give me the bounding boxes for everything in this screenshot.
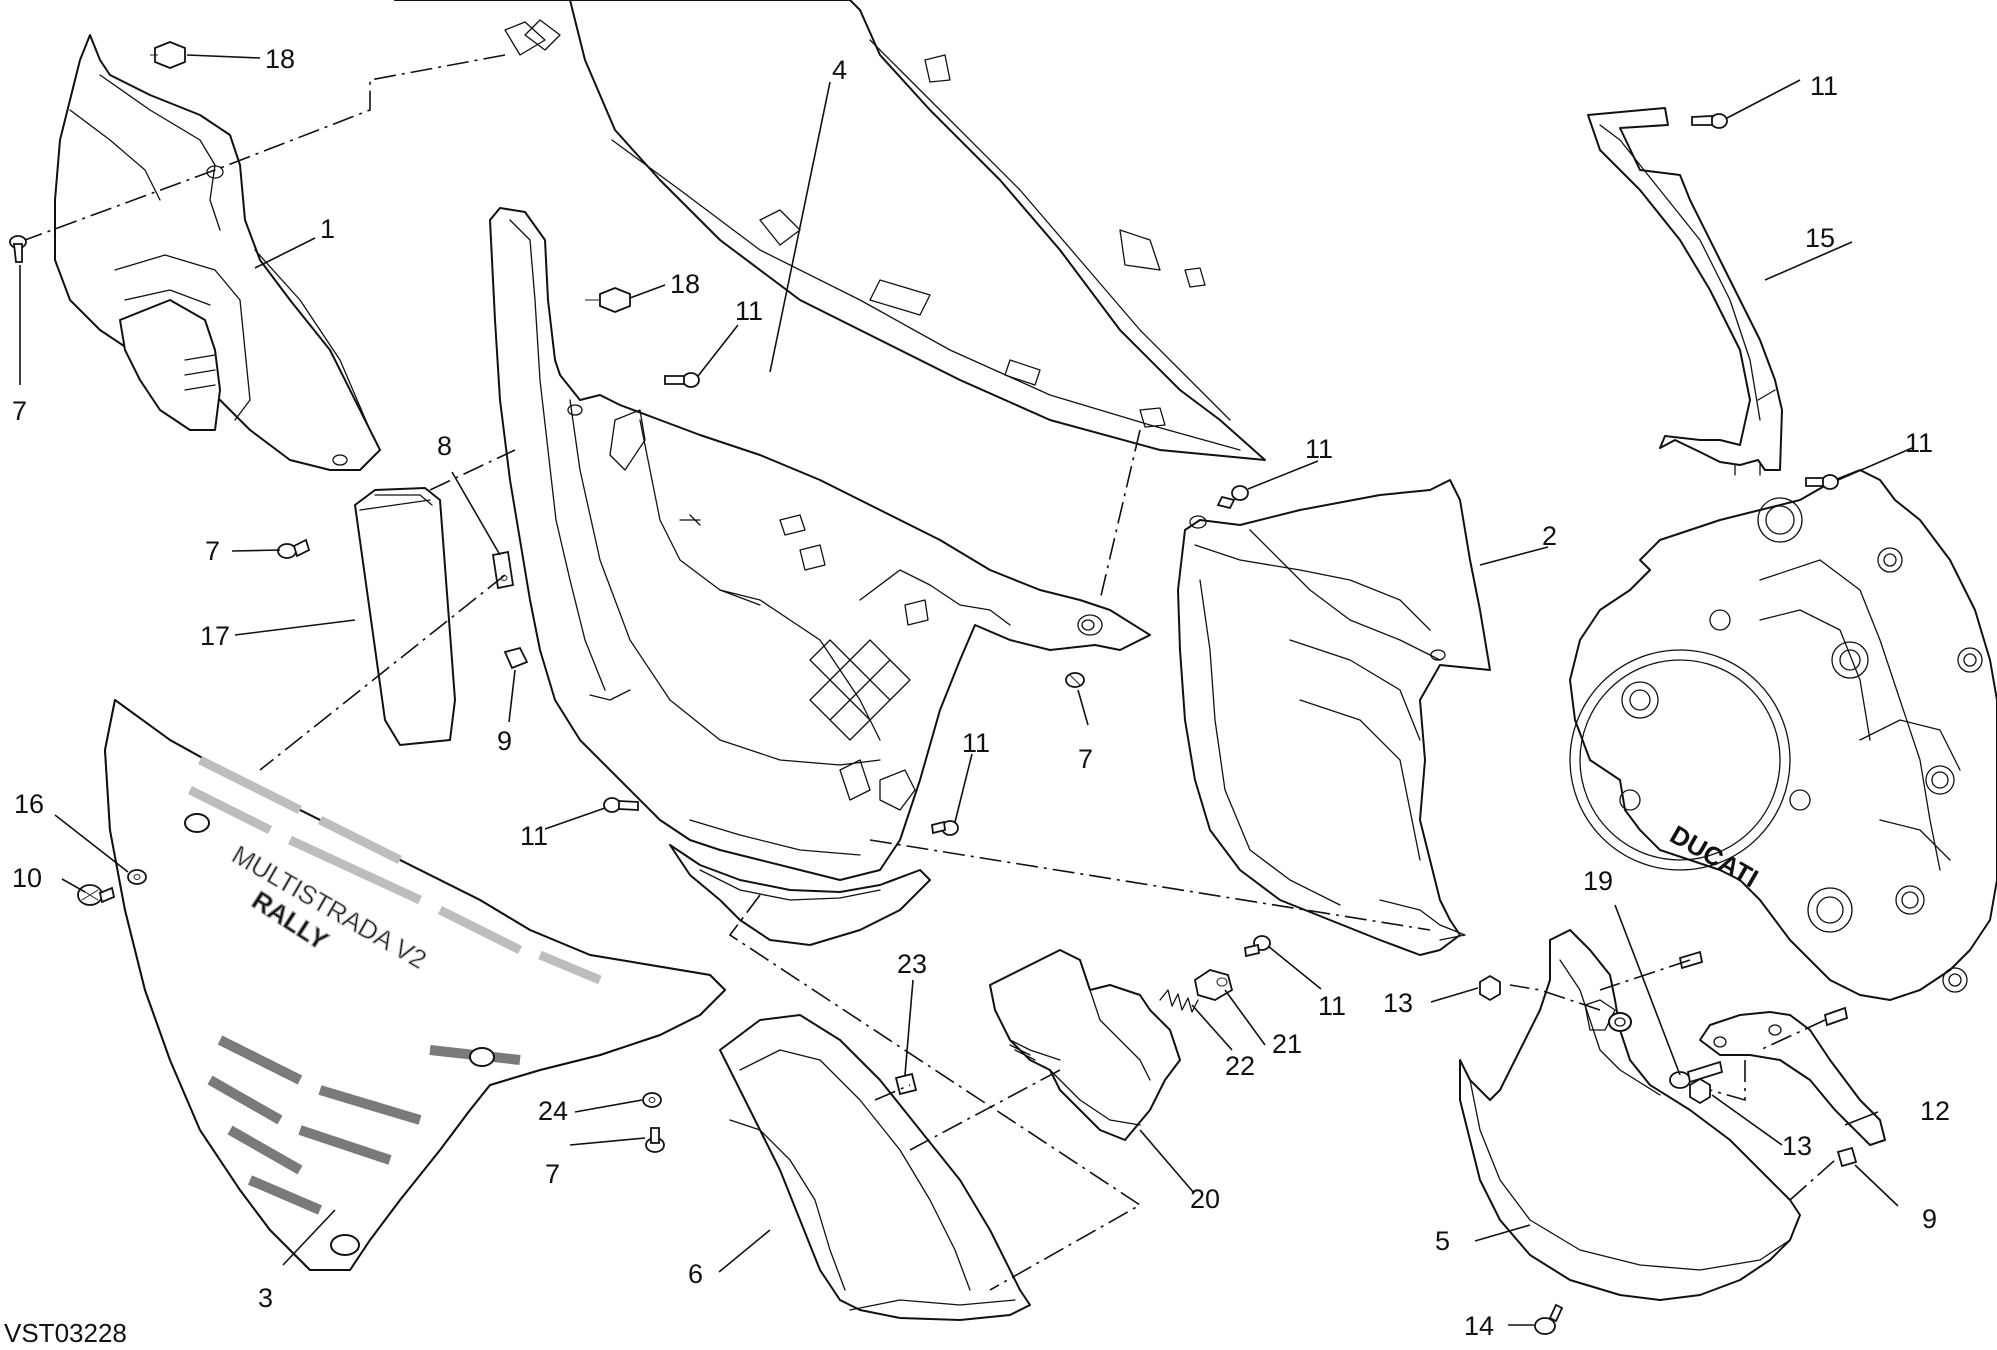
callout-3: 3 xyxy=(258,1283,273,1313)
engine-studs xyxy=(1678,950,1849,1027)
callout-9-a: 9 xyxy=(497,726,512,756)
screw-19 xyxy=(1669,1060,1724,1089)
callout-1: 1 xyxy=(320,214,335,244)
callout-7-d: 7 xyxy=(545,1159,560,1189)
part-18-grommet-middle xyxy=(585,287,631,313)
part-18-grommet-top xyxy=(150,41,186,69)
callout-9-b: 9 xyxy=(1922,1204,1937,1234)
callout-8: 8 xyxy=(437,431,452,461)
part-16-washer xyxy=(127,869,147,885)
part-4-inner-fairing xyxy=(489,207,1151,946)
screw-11-g xyxy=(1244,935,1271,958)
part-10-screw xyxy=(77,884,116,906)
part-2-inner-panel xyxy=(1177,479,1491,956)
nut-13-b xyxy=(1689,1077,1711,1105)
callout-11-f: 11 xyxy=(962,728,990,758)
part-15-bracket-panel xyxy=(1587,107,1783,476)
callout-23: 23 xyxy=(897,949,927,979)
callout-11-e: 11 xyxy=(520,821,548,851)
screw-7-c xyxy=(1065,672,1085,688)
screw-11-a xyxy=(1691,113,1728,129)
upper-fairing xyxy=(394,0,1266,461)
part-24-washer xyxy=(642,1092,662,1108)
callout-24: 24 xyxy=(538,1096,568,1126)
callout-16: 16 xyxy=(14,789,44,819)
screw-7-b xyxy=(277,538,311,559)
part-3-side-panel: MULTISTRADA V2 RALLY xyxy=(104,699,726,1271)
part-21-sleeve xyxy=(1193,969,1234,1001)
clip-9-right xyxy=(1836,1146,1858,1168)
callout-18-a: 18 xyxy=(265,44,295,74)
screw-11-d xyxy=(1216,485,1249,510)
screw-11-f xyxy=(931,820,959,836)
callout-7-b: 7 xyxy=(205,536,220,566)
callout-11-c: 11 xyxy=(735,296,763,326)
screw-14 xyxy=(1534,1303,1564,1335)
drawing-code: VST03228 xyxy=(4,1318,127,1348)
engine-cover: DUCATI xyxy=(1569,469,1997,1001)
part-12-bracket xyxy=(1699,1011,1886,1146)
callout-11-b: 11 xyxy=(1905,428,1933,458)
callout-13-a: 13 xyxy=(1383,988,1413,1018)
fasteners xyxy=(9,113,1858,1335)
part-17-reflector xyxy=(354,487,456,746)
callout-22: 22 xyxy=(1225,1051,1255,1081)
screw-7-d xyxy=(645,1127,665,1153)
callout-10: 10 xyxy=(12,863,42,893)
part-1-inner-panel xyxy=(54,34,381,471)
screw-11-b xyxy=(1805,474,1839,490)
callout-labels: 1 2 3 4 5 6 7 7 7 7 8 9 9 10 11 11 11 11… xyxy=(12,44,1950,1341)
callout-13-b: 13 xyxy=(1782,1131,1812,1161)
callout-17: 17 xyxy=(200,621,230,651)
screw-7-a xyxy=(9,235,27,263)
part-22-spring xyxy=(1159,989,1199,1013)
callout-4: 4 xyxy=(832,55,847,85)
callout-11-g: 11 xyxy=(1318,991,1346,1021)
callout-18-b: 18 xyxy=(670,269,700,299)
callout-21: 21 xyxy=(1272,1029,1302,1059)
callout-2: 2 xyxy=(1542,521,1557,551)
callout-19: 19 xyxy=(1583,866,1613,896)
part-23-clip xyxy=(894,1072,918,1096)
screw-11-e xyxy=(603,797,639,813)
part-20-cover xyxy=(989,949,1181,1141)
callout-11-a: 11 xyxy=(1810,71,1838,101)
callout-7-a: 7 xyxy=(12,396,27,426)
callout-7-c: 7 xyxy=(1078,744,1093,774)
leader-lines xyxy=(19,54,1913,1326)
part-6-duct-panel xyxy=(719,1014,1031,1321)
callout-15: 15 xyxy=(1805,223,1835,253)
part-5-lower-cover xyxy=(1459,929,1801,1301)
callout-6: 6 xyxy=(688,1259,703,1289)
screw-11-c xyxy=(664,372,700,388)
assembly-lines xyxy=(24,54,1836,1291)
callout-5: 5 xyxy=(1435,1226,1450,1256)
callout-14: 14 xyxy=(1464,1311,1494,1341)
part-9-clip-left xyxy=(503,646,529,670)
callout-12: 12 xyxy=(1920,1096,1950,1126)
callout-11-d: 11 xyxy=(1305,434,1333,464)
nut-13-a xyxy=(1479,974,1501,1002)
callout-20: 20 xyxy=(1190,1184,1220,1214)
